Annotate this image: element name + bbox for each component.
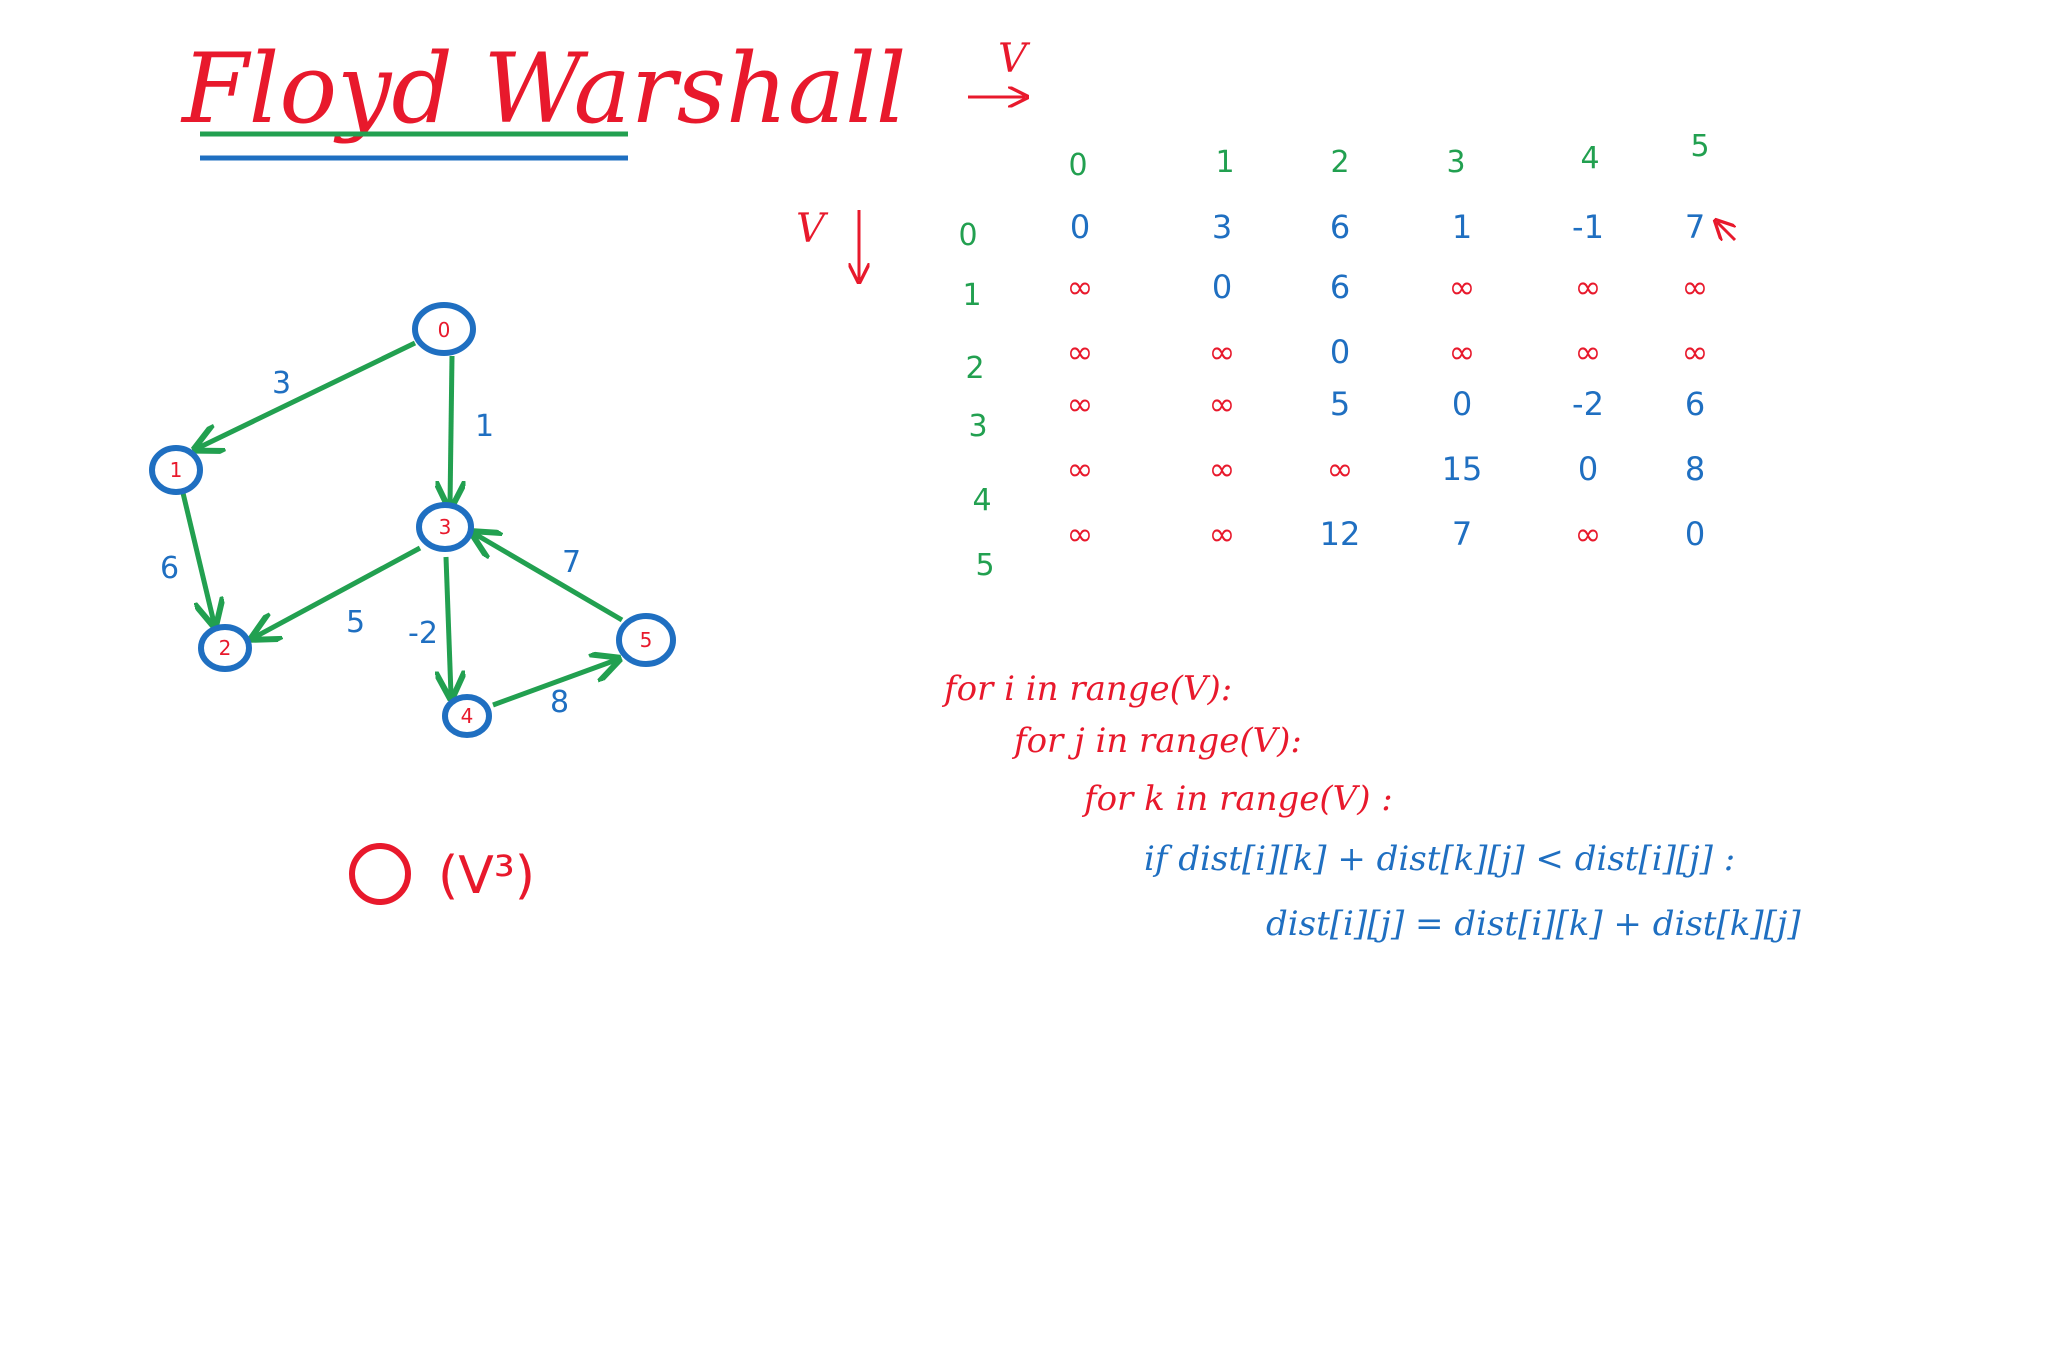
matrix-cell-4-2: ∞ <box>1327 450 1354 488</box>
node-label-5: 5 <box>640 628 653 652</box>
graph-node-5: 5 <box>616 613 676 667</box>
matrix-cell-0-5: 7 <box>1685 208 1705 246</box>
matrix-cell-5-2: 12 <box>1320 515 1361 553</box>
row-header-5: 5 <box>975 548 994 583</box>
edge-weight-3-2: 5 <box>346 605 365 640</box>
matrix-cell-0-4: -1 <box>1572 208 1604 246</box>
edge-0-1 <box>198 340 417 448</box>
matrix-cell-4-3: 15 <box>1442 450 1483 488</box>
matrix-cell-4-5: 8 <box>1685 450 1705 488</box>
matrix-cell-1-5: ∞ <box>1682 268 1709 306</box>
page-title: Floyd Warshall <box>180 33 907 145</box>
matrix-cell-3-5: 6 <box>1685 385 1705 423</box>
row-header-1: 1 <box>962 278 981 313</box>
node-label-1: 1 <box>170 458 183 482</box>
matrix-cell-1-0: ∞ <box>1067 268 1094 306</box>
matrix-cell-2-2: 0 <box>1330 333 1350 371</box>
big-o-circle <box>349 843 411 905</box>
update-arrow <box>1717 222 1735 240</box>
edge-weight-5-3: 7 <box>562 545 581 580</box>
graph-node-1: 1 <box>149 445 203 495</box>
column-axis-label: V <box>998 36 1031 82</box>
complexity: (V³) <box>349 843 535 906</box>
edge-0-3 <box>450 355 452 505</box>
code-line-5: dist[i][j] = dist[i][k] + dist[k][j] <box>1266 904 1801 944</box>
matrix-cell-0-1: 3 <box>1212 208 1232 246</box>
matrix-cell-1-4: ∞ <box>1575 268 1602 306</box>
matrix-cell-5-1: ∞ <box>1209 515 1236 553</box>
col-header-1: 1 <box>1215 145 1234 180</box>
graph-node-2: 2 <box>198 624 252 672</box>
matrix-cell-2-0: ∞ <box>1067 333 1094 371</box>
node-label-0: 0 <box>438 318 451 342</box>
matrix-cell-2-3: ∞ <box>1449 333 1476 371</box>
matrix-cell-3-1: ∞ <box>1209 385 1236 423</box>
edge-4-5 <box>492 660 616 708</box>
node-label-4: 4 <box>461 704 474 728</box>
code-line-2: for j in range(V): <box>1011 721 1302 761</box>
edge-3-4 <box>446 556 451 695</box>
graph-node-3: 3 <box>416 502 474 552</box>
row-header-4: 4 <box>972 483 991 518</box>
code-line-3: for k in range(V) : <box>1081 779 1393 819</box>
matrix-cell-3-3: 0 <box>1452 385 1472 423</box>
pseudo-code: for i in range(V): for j in range(V): fo… <box>941 669 1801 944</box>
edge-3-2 <box>255 545 422 637</box>
matrix-cell-2-5: ∞ <box>1682 333 1709 371</box>
matrix-cell-5-5: 0 <box>1685 515 1705 553</box>
edge-1-2 <box>180 492 214 623</box>
matrix-cell-5-3: 7 <box>1452 515 1472 553</box>
edge-weights: 3 1 6 5 -2 8 7 <box>160 366 581 720</box>
matrix-cell-3-4: -2 <box>1572 385 1604 423</box>
matrix-cell-0-3: 1 <box>1452 208 1472 246</box>
matrix-cell-3-2: 5 <box>1330 385 1350 423</box>
code-line-1: for i in range(V): <box>941 669 1232 709</box>
matrix-axes: V V <box>796 36 1735 280</box>
graph-edges <box>180 340 624 708</box>
complexity-expression: (V³) <box>438 846 535 906</box>
graph-node-4: 4 <box>442 694 492 738</box>
row-header-0: 0 <box>958 218 977 253</box>
edge-weight-0-1: 3 <box>272 366 291 401</box>
matrix-cell-5-4: ∞ <box>1575 515 1602 553</box>
edge-weight-4-5: 8 <box>550 685 569 720</box>
graph-nodes: 0 1 2 3 4 5 <box>149 302 676 738</box>
node-label-2: 2 <box>219 636 232 660</box>
matrix-cell-4-1: ∞ <box>1209 450 1236 488</box>
col-header-4: 4 <box>1580 141 1599 176</box>
col-header-5: 5 <box>1690 129 1709 164</box>
edge-weight-0-3: 1 <box>475 409 494 444</box>
matrix-cell-0-2: 6 <box>1330 208 1350 246</box>
node-label-3: 3 <box>439 515 452 539</box>
edge-weight-1-2: 6 <box>160 551 179 586</box>
matrix-cell-3-0: ∞ <box>1067 385 1094 423</box>
matrix-cell-5-0: ∞ <box>1067 515 1094 553</box>
matrix-cell-4-0: ∞ <box>1067 450 1094 488</box>
matrix-cells: 0 3 6 1 -1 7 ∞ 0 6 ∞ ∞ ∞ ∞ ∞ 0 ∞ ∞ ∞ ∞ ∞ 5 0 -2 6 ∞ ∞ ∞ 15 0 8 ∞ ∞ 12 7 ∞ 0 <box>1067 208 1709 553</box>
matrix-cell-1-1: 0 <box>1212 268 1232 306</box>
matrix-cell-2-4: ∞ <box>1575 333 1602 371</box>
row-axis-label: V <box>796 206 829 252</box>
row-header-2: 2 <box>965 351 984 386</box>
col-header-0: 0 <box>1068 148 1087 183</box>
row-header-3: 3 <box>968 409 987 444</box>
edge-5-3 <box>475 534 624 623</box>
code-line-4: if dist[i][k] + dist[k][j] < dist[i][j] … <box>1144 839 1735 879</box>
col-header-3: 3 <box>1446 145 1465 180</box>
matrix-row-headers: 0 1 2 3 4 5 <box>958 218 994 583</box>
matrix-cell-0-0: 0 <box>1070 208 1090 246</box>
matrix-column-headers: 0 1 2 3 4 5 <box>1068 129 1709 183</box>
matrix-cell-4-4: 0 <box>1578 450 1598 488</box>
edge-weight-3-4: -2 <box>408 616 438 651</box>
matrix-cell-1-2: 6 <box>1330 268 1350 306</box>
matrix-cell-1-3: ∞ <box>1449 268 1476 306</box>
matrix-cell-2-1: ∞ <box>1209 333 1236 371</box>
graph-node-0: 0 <box>412 302 476 356</box>
col-header-2: 2 <box>1330 145 1349 180</box>
